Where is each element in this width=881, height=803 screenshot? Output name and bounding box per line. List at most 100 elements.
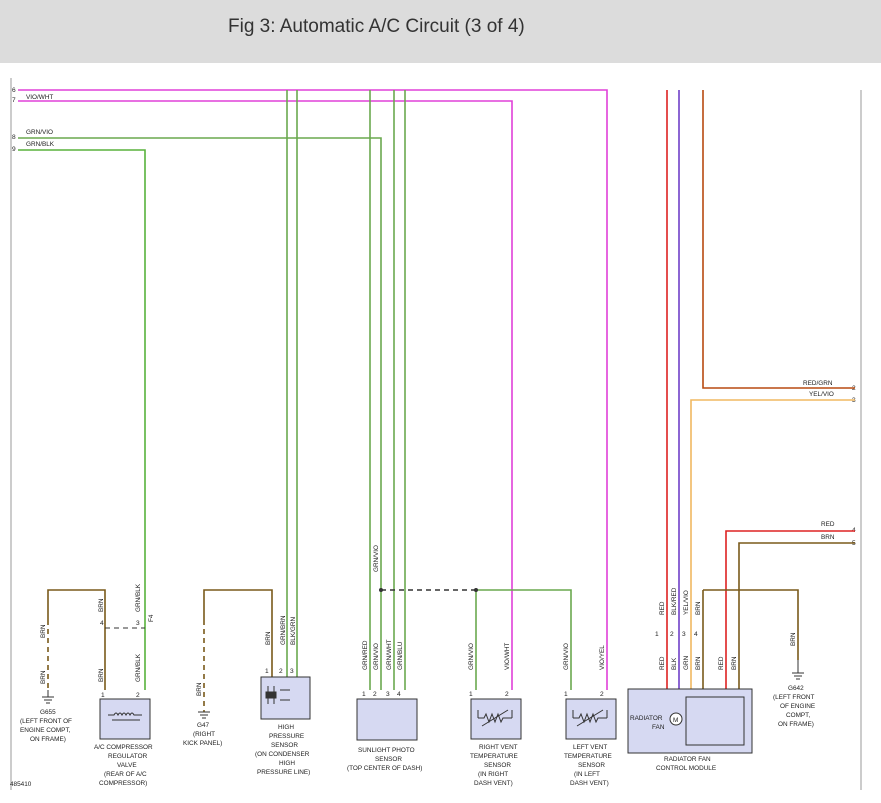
hp-line-1: HIGH	[278, 724, 294, 731]
ground-symbols	[42, 660, 804, 719]
wire-red-4	[725, 530, 855, 690]
rad-line-2: CONTROL MODULE	[656, 765, 716, 772]
wire-rad-ground	[703, 589, 799, 660]
rvent-wire-2: VIO/WHT	[504, 643, 511, 670]
left-pin-8: 8	[12, 134, 16, 141]
right-wire-4: RED	[821, 521, 835, 528]
g47-line-2: KICK PANEL)	[183, 740, 222, 747]
rad-lower-wire-4: BRN	[695, 656, 702, 670]
ac-valve-component: 1 2 4 3 F4 A/C COMPRESSOR REGULATOR VALV…	[94, 614, 155, 787]
ac-line-1: A/C COMPRESSOR	[94, 744, 153, 751]
wire-yel-vio	[690, 399, 855, 690]
lvent-wire-2: VIO/YEL	[599, 645, 606, 670]
lvent-line-5: DASH VENT)	[570, 780, 609, 787]
rvent-line-2: TEMPERATURE	[470, 753, 518, 760]
coil-icon	[108, 712, 142, 721]
g47-label: G47 (RIGHT KICK PANEL)	[183, 722, 222, 747]
hp-line-3: SENSOR	[271, 742, 298, 749]
ac-wire-upper-grnblk: GRN/BLK	[135, 583, 142, 612]
wire-brn-5	[738, 542, 855, 690]
rad-lower-wire-6: BRN	[731, 656, 738, 670]
sun-wire-2: GRN/VIO	[373, 643, 380, 670]
figure-id: 485410	[10, 781, 32, 788]
rad-fan-line-2: FAN	[652, 724, 665, 731]
ac-upper-pin-4: 4	[100, 620, 104, 627]
ac-wire-lower-brn: BRN	[98, 668, 105, 682]
hp-wire-3: BLK/GRN	[290, 617, 297, 645]
lvent-wire-1: GRN/VIO	[563, 643, 570, 670]
ac-line-4: (REAR OF A/C	[104, 771, 147, 778]
sun-pin-1: 1	[362, 691, 366, 698]
lvent-line-4: (IN LEFT	[574, 771, 600, 778]
g47-ground-icon	[198, 711, 210, 719]
radiator-component: M RADIATOR FAN 1 2 3 4 RADIATOR FAN CONT…	[627, 631, 753, 772]
sun-line-2: SENSOR	[375, 756, 402, 763]
hp-pin-1: 1	[265, 668, 269, 675]
rad-upper-wire-4: BRN	[695, 601, 702, 615]
hp-wire-2: GRN/BRN	[280, 615, 287, 645]
thermistor-icon	[572, 709, 608, 727]
g655-line-1: (LEFT FRONT OF	[20, 718, 72, 725]
wire-grn-blk	[18, 149, 146, 690]
motor-icon	[669, 712, 683, 726]
rad-inner-box	[685, 696, 745, 746]
rad-pin-1: 1	[655, 631, 659, 638]
ac-line-2: REGULATOR	[108, 753, 148, 760]
ac-wire-lower-grnblk: GRN/BLK	[135, 653, 142, 682]
left-pin-9: 9	[12, 146, 16, 153]
lvent-line-2: TEMPERATURE	[564, 753, 612, 760]
sun-pin-3: 3	[386, 691, 390, 698]
hp-pin-2: 2	[279, 668, 283, 675]
ac-upper-pin-3: 3	[136, 620, 140, 627]
right-vent-component: 1 2 RIGHT VENT TEMPERATURE SENSOR (IN RI…	[469, 691, 522, 787]
wire-vio-wht	[18, 100, 513, 690]
rad-box	[627, 688, 753, 754]
lvent-pin-1: 1	[564, 691, 568, 698]
left-pin-7: 7	[12, 97, 16, 104]
rad-line-1: RADIATOR FAN	[664, 756, 711, 763]
sunlight-component: 1 2 3 4 SUNLIGHT PHOTO SENSOR (TOP CENTE…	[347, 691, 422, 772]
wires	[18, 89, 855, 690]
hp-line-4: (ON CONDENSER	[255, 751, 310, 758]
splice-2	[474, 588, 478, 592]
ac-pin-1: 1	[101, 692, 105, 699]
right-wire-3: YEL/VIO	[809, 391, 834, 398]
g642-line-1: (LEFT FRONT	[773, 694, 815, 701]
right-wire-2: RED/GRN	[803, 380, 833, 387]
sun-line-3: (TOP CENTER OF DASH)	[347, 765, 422, 772]
left-wire-7: VIO/WHT	[26, 94, 53, 101]
rad-lower-wire-1: RED	[659, 656, 666, 670]
left-wire-8: GRN/VIO	[26, 129, 53, 136]
sun-wire-1: GRN/RED	[362, 640, 369, 670]
dashed-leads	[47, 589, 476, 712]
g655-ground-icon	[42, 690, 54, 704]
g642-line-4: ON FRAME)	[778, 721, 814, 728]
g642-wire: BRN	[790, 632, 797, 646]
rad-pin-3: 3	[682, 631, 686, 638]
thermistor-icon	[477, 709, 513, 727]
rvent-line-5: DASH VENT)	[474, 780, 513, 787]
g642-line-3: COMPT,	[786, 712, 810, 719]
g655-wire-lower: BRN	[40, 670, 47, 684]
hp-pin-3: 3	[290, 668, 294, 675]
g655-wire-upper: BRN	[40, 624, 47, 638]
right-connector: RED/GRN 2 YEL/VIO 3 RED 4 BRN 5	[803, 380, 856, 547]
rvent-pin-1: 1	[469, 691, 473, 698]
rad-pin-2: 2	[670, 631, 674, 638]
rad-upper-wire-1: RED	[659, 601, 666, 615]
rad-lower-wire-3: GRN	[683, 655, 690, 670]
sun-line-1: SUNLIGHT PHOTO	[358, 747, 415, 754]
left-vent-component: 1 2 LEFT VENT TEMPERATURE SENSOR (IN LEF…	[564, 691, 617, 787]
g642-ground-icon	[792, 660, 804, 680]
figure-title: Fig 3: Automatic A/C Circuit (3 of 4)	[228, 16, 525, 37]
high-pressure-component: 1 2 3 HIGH PRESSURE SENSOR (ON CONDENSER…	[255, 668, 311, 776]
hp-wire-1: BRN	[265, 631, 272, 645]
vertical-labels: BRN BRN BRN BRN GRN/BLK GRN/BLK BRN BRN …	[40, 545, 797, 696]
ac-pin-2: 2	[136, 692, 140, 699]
rvent-line-3: SENSOR	[484, 762, 511, 769]
hp-line-5: HIGH	[279, 760, 295, 767]
ac-line-5: COMPRESSOR)	[99, 780, 147, 787]
wire-pin6	[18, 89, 608, 690]
g655-name: G655	[40, 709, 56, 716]
